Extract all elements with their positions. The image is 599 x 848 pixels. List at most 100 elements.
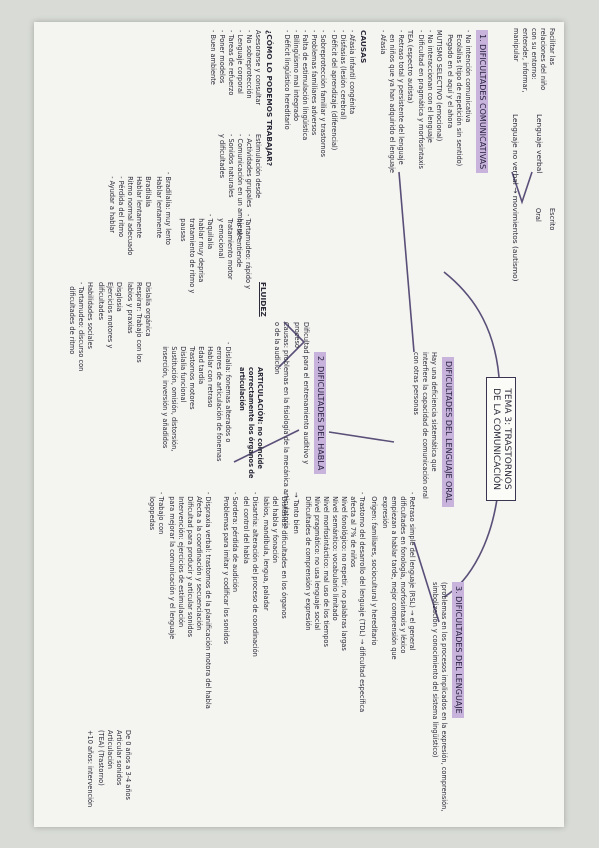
list-item: Afecta a la coordinación y secuenciación xyxy=(195,492,203,631)
list-item: afecta al 7% de niños xyxy=(349,492,357,568)
list-item: inserción, inversión y añadidos xyxy=(161,342,169,449)
list-item: errores de articulación de fonemas xyxy=(215,342,223,462)
list-item: - Bilingüismo mal integrado xyxy=(292,30,300,122)
list-item: - No interaccionan con el lenguaje xyxy=(426,30,434,143)
list-item: - Disfasias: dificultades en los órganos xyxy=(280,492,288,619)
section3-heading: 3. DIFICULTADES DEL LENGUAJE xyxy=(452,582,464,718)
list-item: y emocional xyxy=(217,214,225,259)
list-item: Sustitución, omisión, distorsión, xyxy=(170,342,178,452)
list-item: - Tartamudeo: rápido y xyxy=(244,214,252,289)
list-item: hablar muy deprisa xyxy=(197,214,205,283)
list-item: empiezan a hablar tarde, mejor comprensi… xyxy=(390,492,398,660)
list-item: - No intención comunicativa xyxy=(464,30,472,123)
list-item: Dislalia funcional xyxy=(179,342,187,403)
list-item: - Disfasias (lesión cerebral) xyxy=(339,30,347,120)
main-topic-definition: Hay una deficiencia sistemática que inte… xyxy=(412,352,438,499)
inline-note: → Tanto bien xyxy=(292,492,300,534)
list-item: dificultades en fonología, morfosintaxis… xyxy=(399,492,407,654)
list-item: Hablar con retraso xyxy=(206,342,214,408)
list-item: dificultades de ritmo xyxy=(68,282,76,355)
list-item: - Retraso simple del lenguaje (RSL) → el… xyxy=(408,492,416,651)
oral-label: Oral xyxy=(534,208,542,222)
list-item: logopedas xyxy=(148,492,156,531)
list-item: - Bradilalia: muy lento xyxy=(164,172,172,245)
branch-fluidez xyxy=(278,321,306,368)
list-item: Edad tardía xyxy=(197,342,205,385)
lenguaje-verbal: Lenguaje verbal xyxy=(535,114,544,174)
list-item: en niños que ya han adquirido el lenguaj… xyxy=(388,30,396,173)
notebook-page: TEMA 3: TRASTORNOS DE LA COMUNICACIÓN Fa… xyxy=(34,22,564,827)
list-item: - Tartamudeo: discurso con xyxy=(77,282,85,372)
connector-lines xyxy=(233,171,533,623)
list-item: Hablar lentamente xyxy=(155,172,163,239)
list-item: - Disartria: alteración del proceso de c… xyxy=(251,492,259,657)
list-item: - Ayudar a hablar xyxy=(108,172,116,233)
list-item: - No sobreprotección xyxy=(245,30,253,99)
list-item: Tratamiento motor xyxy=(226,214,234,280)
mind-map: TEMA 3: TRASTORNOS DE LA COMUNICACIÓN Fa… xyxy=(34,22,564,827)
list-item: Nivel morfosintáctico: mal uso de los ti… xyxy=(322,492,330,647)
section3-subtitle: (problemas en los procesos implicados en… xyxy=(431,582,448,812)
list-item: Bradilalia xyxy=(144,172,152,208)
list-item: Dificultades de comprensión y expresión xyxy=(304,492,312,631)
list-item: del control del habla xyxy=(242,492,250,564)
bracket-lenguaje xyxy=(511,171,533,205)
list-item: - Poner modelos xyxy=(218,30,226,84)
list-item: - Trabajo con xyxy=(157,492,165,535)
no-verbal-note: Lenguaje no verbal → movimientos (autism… xyxy=(511,114,520,282)
list-item: Ritmo normal adecuado xyxy=(126,172,134,256)
list-item: - Actividades grupales xyxy=(245,134,253,208)
list-item: del habla y fonación xyxy=(271,492,279,563)
list-item: y dificultades xyxy=(218,134,226,179)
list-item: - Sobreprotección familiar y trastornos xyxy=(319,30,327,158)
list-item: - Lenguaje corporal xyxy=(236,30,244,94)
list-item: Disglosia xyxy=(115,282,123,312)
list-item: Problemas para imitar y codificar los so… xyxy=(222,492,230,645)
list-item: - Dislalia: fonemas alterados o xyxy=(224,342,232,443)
list-item: - Dispraxia verbal: trastornos de la pla… xyxy=(204,492,212,709)
line-to-section2 xyxy=(328,431,395,443)
list-item: pausas xyxy=(179,214,187,242)
list-item: Intervención: ejercicios de estimulación xyxy=(177,492,185,628)
section2-heading: 2. DIFICULTADES DEL HABLA xyxy=(314,352,326,475)
list-item: labios, mandíbula, lengua, paladar xyxy=(262,492,270,611)
list-item: Respirar: Trabajo con los xyxy=(135,282,143,363)
curve-arrow-left xyxy=(443,271,500,378)
list-item: Dificultad para el entrenamiento auditiv… xyxy=(302,322,310,465)
line-articulacion xyxy=(233,429,300,463)
list-item: Nivel fonológico: no repetir, no palabra… xyxy=(340,492,348,651)
list-item: (TEA) (Trastorno) xyxy=(97,730,105,786)
causes-title: CAUSAS xyxy=(359,30,368,64)
list-item: - Trastorno del desarrollo del lenguaje … xyxy=(358,492,366,713)
fluidez-label: FLUIDEZ xyxy=(259,282,268,317)
list-item: - Sonidos naturales xyxy=(227,134,235,198)
list-item: no se entiende xyxy=(235,214,243,268)
list-item: Estimulación desde xyxy=(254,134,262,199)
list-item: - Déficit lingüístico hereditario xyxy=(283,30,291,130)
list-item: - Falta de estimulación lingüística xyxy=(301,30,309,141)
list-item: tratamiento de ritmo y xyxy=(188,214,196,294)
list-item: Trastornos motores xyxy=(188,342,196,410)
list-item: Asesorarse y consultar xyxy=(254,30,262,106)
list-item: Dislalia orgánica xyxy=(144,282,152,337)
list-item: Ecolalias (tipo de repetición sin sentid… xyxy=(455,30,463,167)
list-item: Hablar lentamente xyxy=(135,172,143,239)
list-item: Nivel semántico: vocabulario limitado xyxy=(331,492,339,621)
list-item: - Pérdida del ritmo xyxy=(117,172,125,238)
functions-note: Facilitar las relaciones del niño con su… xyxy=(512,28,556,93)
list-item: - Afasia infantil congénita xyxy=(348,30,356,115)
work-title: ¿CÓMO LO PODEMOS TRABAJAR? xyxy=(265,30,274,167)
list-item: para mejorar la comunicación y el lengua… xyxy=(168,492,176,640)
section1-heading: 1. DIFICULTADES COMUNICATIVAS xyxy=(476,30,488,174)
list-item: proceso xyxy=(293,322,301,348)
list-item: Dificultad para producir y articular son… xyxy=(186,492,194,638)
list-item: MUTISMO SELECTIVO (emocional) xyxy=(435,30,443,142)
list-item: dificultades xyxy=(97,282,105,321)
list-item: Articular sonidos xyxy=(115,730,123,786)
line-to-section1 xyxy=(398,171,415,353)
list-item: - Déficit del aprendizaje (diferencial) xyxy=(330,30,338,151)
page-title: TEMA 3: TRASTORNOS DE LA COMUNICACIÓN xyxy=(486,377,516,501)
list-item: - Sordera: pérdida de audición xyxy=(231,492,239,593)
list-item: TEA (espectro autista) xyxy=(406,30,414,104)
list-item: - Taquilalia xyxy=(206,214,214,250)
